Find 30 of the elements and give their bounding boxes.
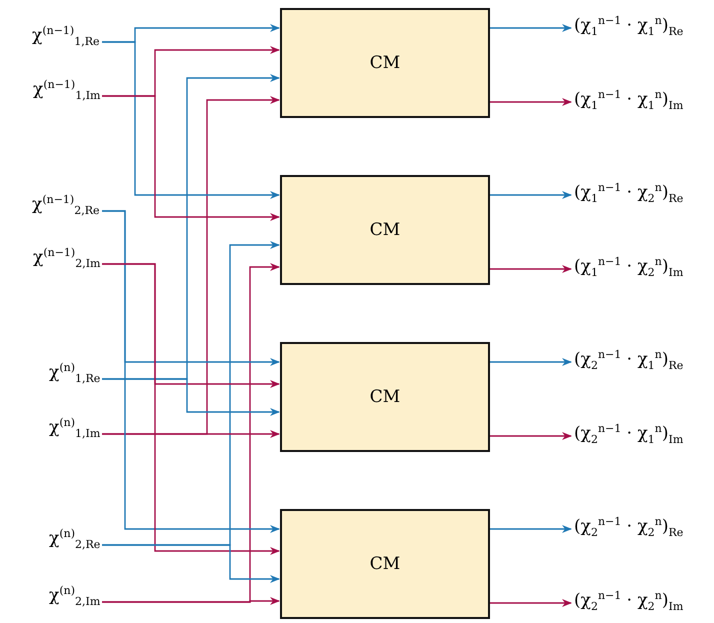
output-signal-label: (χ$_{1}$$^{n−1}$ · χ$_{2}$$^{n}$)$_{Re}$ bbox=[574, 178, 684, 209]
arrow bbox=[490, 265, 572, 273]
block-box bbox=[280, 8, 490, 118]
output-signal-label: (χ$_{2}$$^{n−1}$ · χ$_{2}$$^{n}$)$_{Im}$ bbox=[574, 586, 684, 617]
output-signal-label: (χ$_{2}$$^{n−1}$ · χ$_{1}$$^{n}$)$_{Re}$ bbox=[574, 344, 684, 376]
arrow bbox=[490, 24, 572, 32]
arrow bbox=[102, 41, 280, 199]
block-label: CM bbox=[370, 220, 400, 240]
block-box bbox=[280, 175, 490, 285]
block-label: CM bbox=[370, 387, 400, 407]
block-label: CM bbox=[370, 53, 400, 73]
output-signal-label: (χ$_{1}$$^{n−1}$ · χ$_{1}$$^{n}$)$_{Im}$ bbox=[574, 84, 684, 116]
block-label: CM bbox=[370, 554, 400, 574]
block-box bbox=[280, 509, 490, 619]
arrow bbox=[490, 358, 572, 366]
arrow bbox=[490, 191, 572, 199]
arrow bbox=[102, 597, 280, 605]
output-signal-label: (χ$_{2}$$^{n−1}$ · χ$_{1}$$^{n}$)$_{Im}$ bbox=[574, 418, 684, 450]
arrow bbox=[490, 98, 572, 106]
arrow bbox=[102, 378, 280, 416]
arrow bbox=[490, 599, 572, 607]
arrow bbox=[490, 525, 572, 533]
output-signal-label: (χ$_{1}$$^{n−1}$ · χ$_{1}$$^{n}$)$_{Re}$ bbox=[574, 10, 684, 42]
arrow bbox=[102, 430, 280, 438]
block-box bbox=[280, 342, 490, 452]
arrow bbox=[102, 544, 280, 583]
arrow bbox=[490, 432, 572, 440]
output-signal-label: (χ$_{2}$$^{n−1}$ · χ$_{2}$$^{n}$)$_{Re}$ bbox=[574, 512, 684, 543]
arrow bbox=[102, 95, 280, 221]
output-signal-label: (χ$_{1}$$^{n−1}$ · χ$_{2}$$^{n}$)$_{Im}$ bbox=[574, 252, 684, 283]
